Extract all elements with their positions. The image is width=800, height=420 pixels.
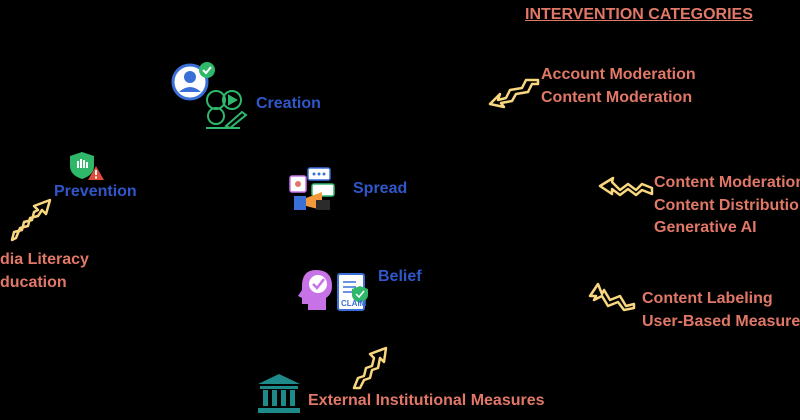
institution-building-icon [256, 372, 302, 414]
category-item: Content Moderation [654, 174, 800, 191]
content-creation-icon [206, 90, 248, 130]
category-item: Content Labeling [642, 290, 773, 307]
shield-warning-icon [68, 150, 104, 180]
category-group-2: Content Moderation Content Distribution … [654, 172, 800, 240]
category-item: dia Literacy [0, 251, 89, 268]
category-group-4: dia Literacy ducation [0, 249, 89, 294]
zigzag-arrow-icon [588, 282, 636, 312]
category-item: External Institutional Measures [308, 392, 545, 409]
creation-icon-group [170, 60, 252, 130]
zigzag-arrow-icon [488, 78, 540, 109]
user-check-icon [171, 62, 215, 101]
claim-document-icon: CLAIM [336, 272, 370, 312]
spread-chat-icon [289, 167, 340, 214]
diagram-title: INTERVENTION CATEGORIES [525, 6, 753, 23]
category-item: ducation [0, 273, 67, 291]
category-item: Generative AI [654, 219, 757, 236]
zigzag-arrow-icon [10, 198, 52, 242]
category-item: Content Distribution [654, 196, 800, 214]
zigzag-arrow-icon [352, 346, 388, 390]
stage-label-spread: Spread [353, 180, 408, 197]
stage-label-creation: Creation [256, 95, 321, 112]
claim-label: CLAIM [341, 299, 367, 308]
zigzag-arrow-icon [598, 176, 654, 197]
category-group-1: Account Moderation Content Moderation [541, 64, 696, 109]
category-item: Content Moderation [541, 88, 693, 106]
stage-label-belief: Belief [378, 268, 422, 285]
stage-label-prevention: Prevention [54, 183, 137, 200]
belief-head-icon [296, 268, 334, 312]
category-item: User-Based Measures [642, 312, 800, 330]
category-group-5: External Institutional Measures [308, 390, 545, 413]
category-item: Account Moderation [541, 66, 696, 83]
category-group-3: Content Labeling User-Based Measures [642, 288, 800, 333]
